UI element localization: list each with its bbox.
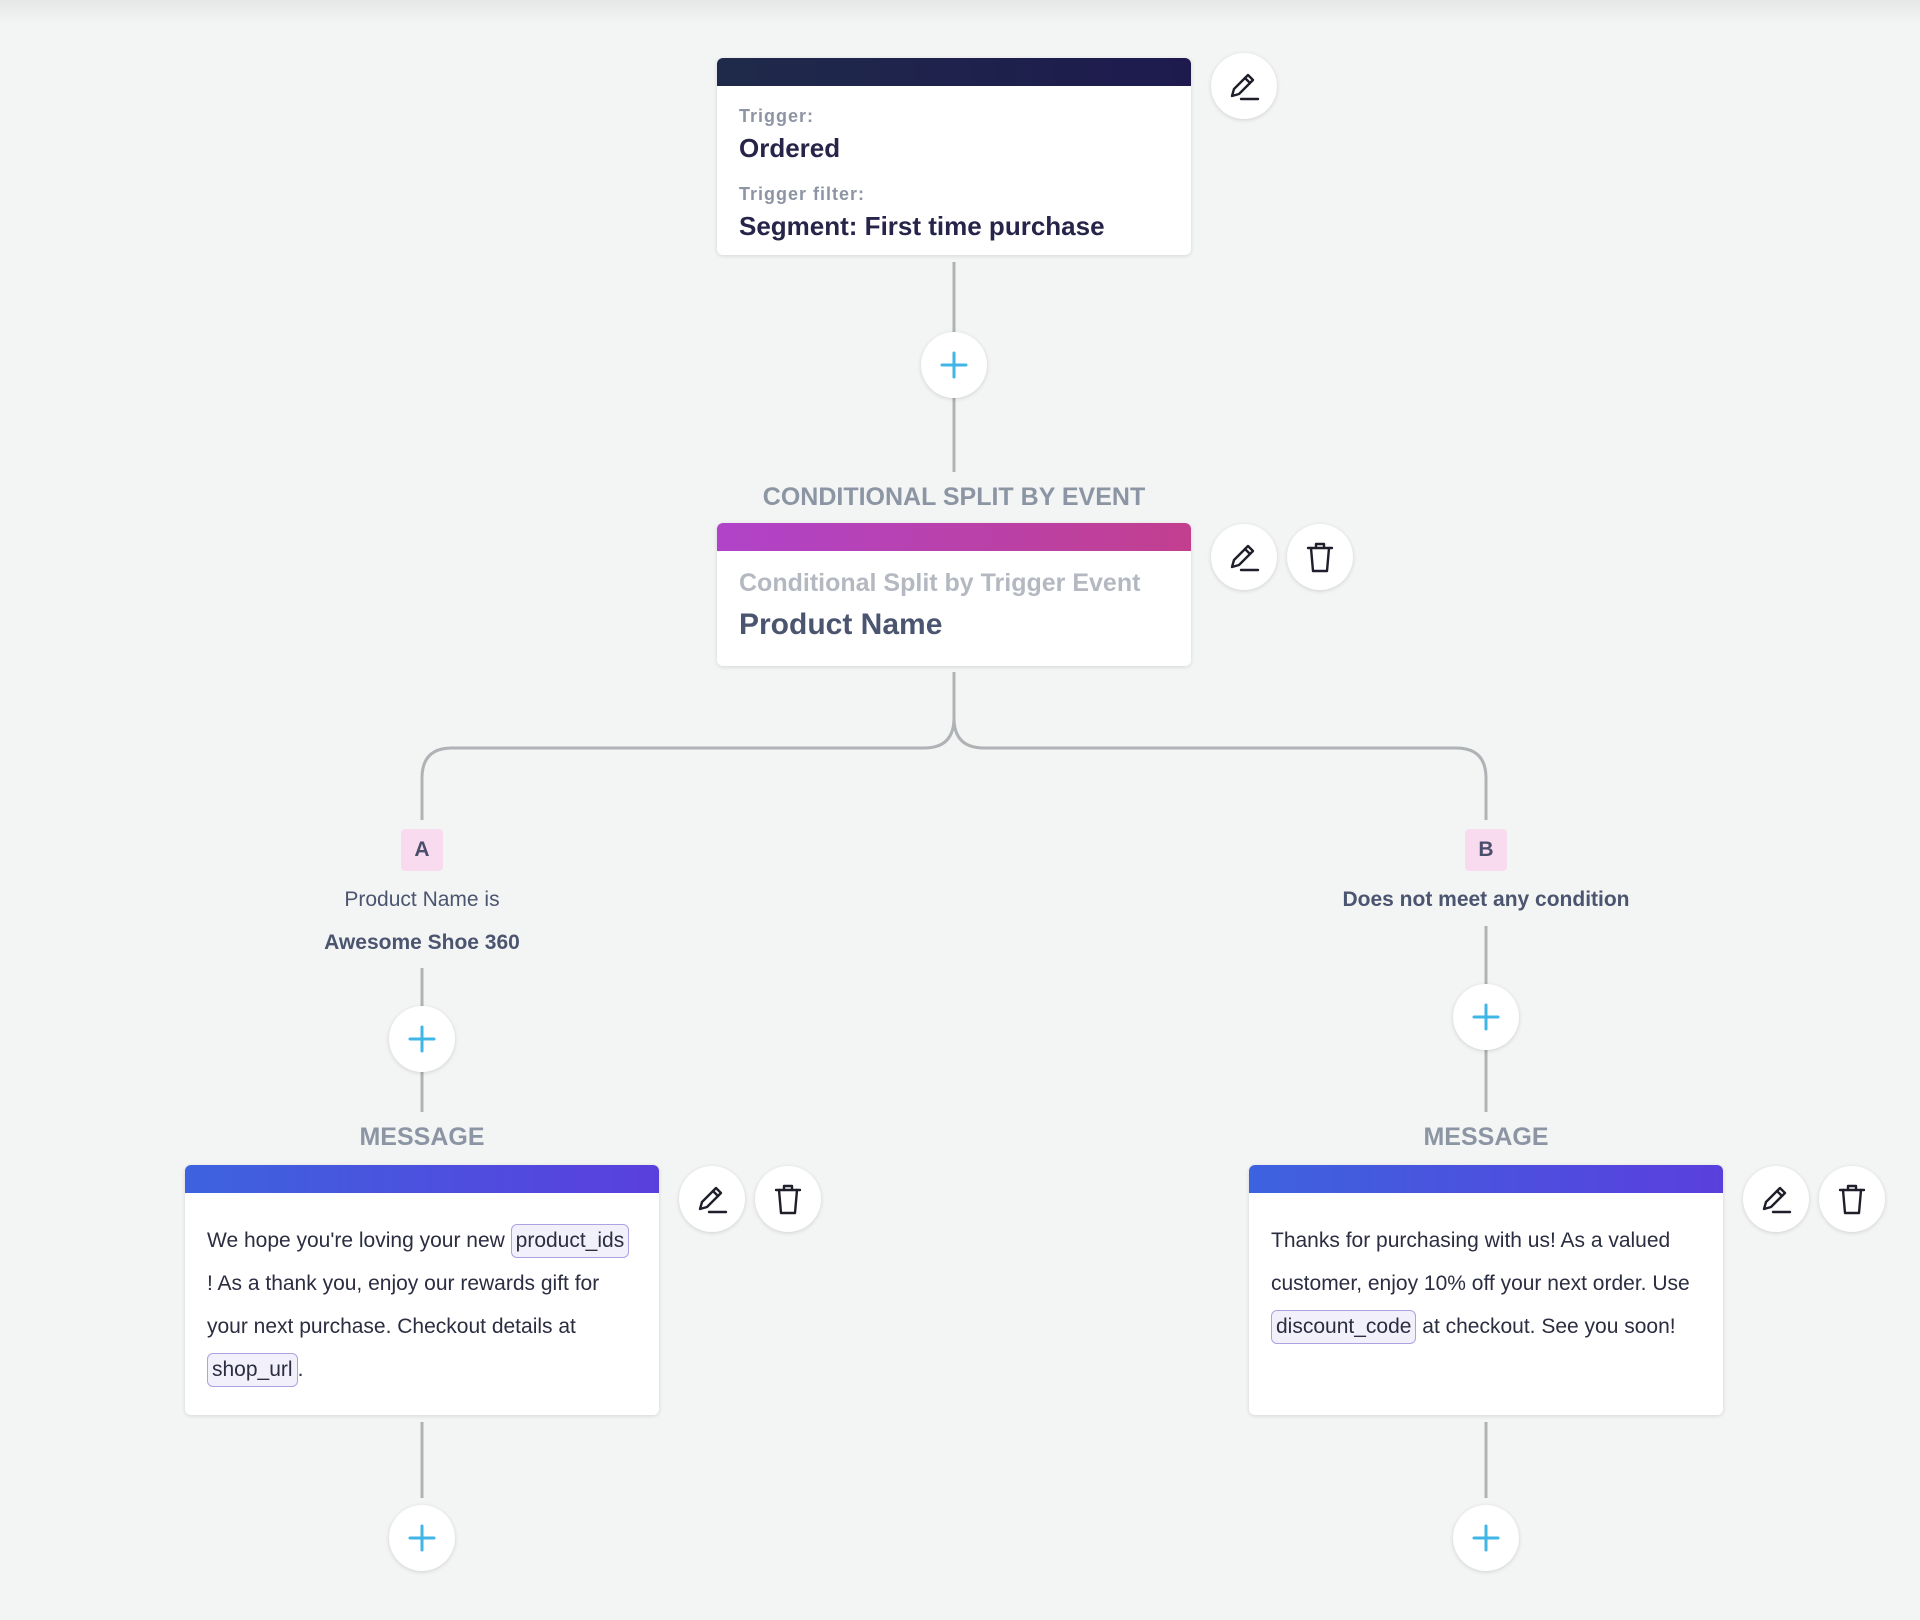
- branch-a-badge: A: [401, 829, 443, 871]
- trash-icon: [774, 1184, 802, 1215]
- branch-b-message-text: Thanks for purchasing with us! As a valu…: [1249, 1219, 1723, 1348]
- trigger-filter-label: Trigger filter:: [739, 184, 866, 204]
- split-delete-button[interactable]: [1287, 524, 1353, 590]
- variable-chip[interactable]: product_ids: [510, 1224, 630, 1258]
- pencil-icon: [1230, 73, 1260, 101]
- branch-b-edit-button[interactable]: [1743, 1166, 1809, 1232]
- message-text: We hope you're loving your new: [207, 1229, 505, 1252]
- message-text: ! As a thank you, enjoy our rewards gift…: [207, 1272, 600, 1338]
- variable-chip[interactable]: discount_code: [1271, 1310, 1417, 1344]
- message-text: Thanks for purchasing with us! As a valu…: [1271, 1229, 1690, 1295]
- branch-b-delete-button[interactable]: [1819, 1166, 1885, 1232]
- plus-icon: [408, 1025, 436, 1053]
- add-step-button[interactable]: [921, 332, 987, 398]
- plus-icon: [1472, 1003, 1500, 1031]
- branch-a-add-step-button[interactable]: [389, 1006, 455, 1072]
- pencil-icon: [1230, 544, 1260, 572]
- branch-b-condition: Does not meet any condition: [1342, 888, 1630, 911]
- branch-b-add-step-button[interactable]: [1453, 984, 1519, 1050]
- branch-a-delete-button[interactable]: [755, 1166, 821, 1232]
- branch-a-message-card[interactable]: We hope you're loving your new product_i…: [185, 1165, 659, 1415]
- split-subtitle: Conditional Split by Trigger Event: [739, 569, 1141, 597]
- branch-b-message-card[interactable]: Thanks for purchasing with us! As a valu…: [1249, 1165, 1723, 1415]
- branch-a-edit-button[interactable]: [679, 1166, 745, 1232]
- trigger-edit-button[interactable]: [1211, 53, 1277, 119]
- branch-a-condition-value: Awesome Shoe 360: [324, 931, 520, 954]
- message-header-bar: [185, 1165, 659, 1193]
- branch-b-add-after-button[interactable]: [1453, 1505, 1519, 1571]
- branch-b-message-title: MESSAGE: [1423, 1123, 1549, 1151]
- plus-icon: [940, 351, 968, 379]
- trigger-filter-value: Segment: First time purchase: [739, 211, 1105, 241]
- branch-b-badge: B: [1465, 829, 1507, 871]
- split-section-title: CONDITIONAL SPLIT BY EVENT: [762, 483, 1146, 511]
- top-shadow: [0, 0, 1920, 24]
- trigger-header-bar: [717, 58, 1191, 86]
- plus-icon: [408, 1524, 436, 1552]
- pencil-icon: [698, 1186, 728, 1214]
- conditional-split-card[interactable]: Conditional Split by Trigger Event Produ…: [717, 523, 1191, 666]
- split-header-bar: [717, 523, 1191, 551]
- trigger-label: Trigger:: [739, 106, 815, 126]
- message-text: at checkout. See you soon!: [1422, 1315, 1676, 1338]
- split-edit-button[interactable]: [1211, 524, 1277, 590]
- variable-chip[interactable]: shop_url: [207, 1353, 298, 1387]
- branch-a-condition: Product Name is: [344, 888, 500, 911]
- trash-icon: [1306, 542, 1334, 573]
- pencil-icon: [1762, 1186, 1792, 1214]
- branch-a-add-after-button[interactable]: [389, 1505, 455, 1571]
- message-text: .: [297, 1358, 304, 1381]
- message-header-bar: [1249, 1165, 1723, 1193]
- trigger-value: Ordered: [739, 133, 841, 163]
- trigger-card[interactable]: Trigger: Ordered Trigger filter: Segment…: [717, 58, 1191, 255]
- split-title: Product Name: [739, 608, 943, 641]
- branch-a-message-text: We hope you're loving your new product_i…: [185, 1219, 659, 1391]
- plus-icon: [1472, 1524, 1500, 1552]
- trash-icon: [1838, 1184, 1866, 1215]
- branch-a-message-title: MESSAGE: [359, 1123, 485, 1151]
